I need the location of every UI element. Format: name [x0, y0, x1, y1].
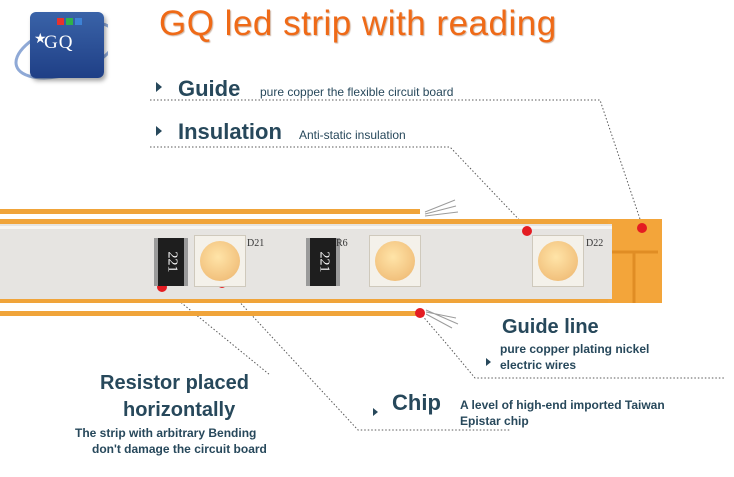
- resistor-text-2: don't damage the circuit board: [92, 442, 267, 456]
- pcb-edge-bottom: [0, 311, 420, 316]
- insulation-arrow-icon: [156, 126, 162, 136]
- chip-leader-line: [221, 282, 510, 431]
- guide-line-text-2: electric wires: [500, 358, 577, 372]
- guide-line-arrow-icon: [486, 358, 491, 366]
- insulation-callout-dot: [522, 226, 532, 236]
- resistor-heading-2: horizontally: [123, 399, 236, 421]
- insulation-text: Anti-static insulation: [299, 128, 406, 142]
- logo-star-icon: ★: [34, 30, 47, 46]
- chip-text-2: Epistar chip: [460, 414, 529, 428]
- resistor-leader-line: [161, 286, 271, 376]
- logo-text: GQ: [44, 32, 74, 53]
- resistor-2: 221: [306, 238, 340, 286]
- guide-callout-dot: [637, 223, 647, 233]
- insulation-leader-line: [150, 146, 528, 229]
- resistor-text-1: The strip with arbitrary Bending: [75, 426, 257, 440]
- insulation-heading: Insulation: [178, 119, 282, 144]
- label-r6: R6: [336, 238, 348, 249]
- guide-arrow-icon: [156, 82, 162, 92]
- chip-text-1: A level of high-end imported Taiwan: [460, 398, 665, 412]
- guide-text: pure copper the flexible circuit board: [260, 85, 454, 99]
- logo-color-dots: [57, 18, 82, 25]
- guide-line-heading: Guide line: [502, 316, 599, 338]
- led-chip-2: [369, 235, 421, 287]
- logo-badge: [30, 12, 104, 78]
- guide-line-text-1: pure copper plating nickel: [500, 342, 650, 356]
- pcb-edge-top: [0, 209, 420, 214]
- guide-line-callout-dot: [415, 308, 425, 318]
- page-title: GQ led strip with reading: [159, 4, 557, 43]
- label-d22: D22: [586, 238, 604, 249]
- chip-heading: Chip: [392, 390, 441, 415]
- resistor-heading-1: Resistor placed: [100, 372, 249, 394]
- label-d21: D21: [247, 238, 265, 249]
- chip-arrow-icon: [373, 408, 378, 416]
- brand-logo: ★ GQ: [8, 10, 108, 82]
- guide-heading: Guide: [178, 76, 241, 101]
- led-chip-1: [194, 235, 246, 287]
- led-chip-3: [532, 235, 584, 287]
- resistor-1: 221: [154, 238, 188, 286]
- guide-line-leader-line: [419, 312, 725, 379]
